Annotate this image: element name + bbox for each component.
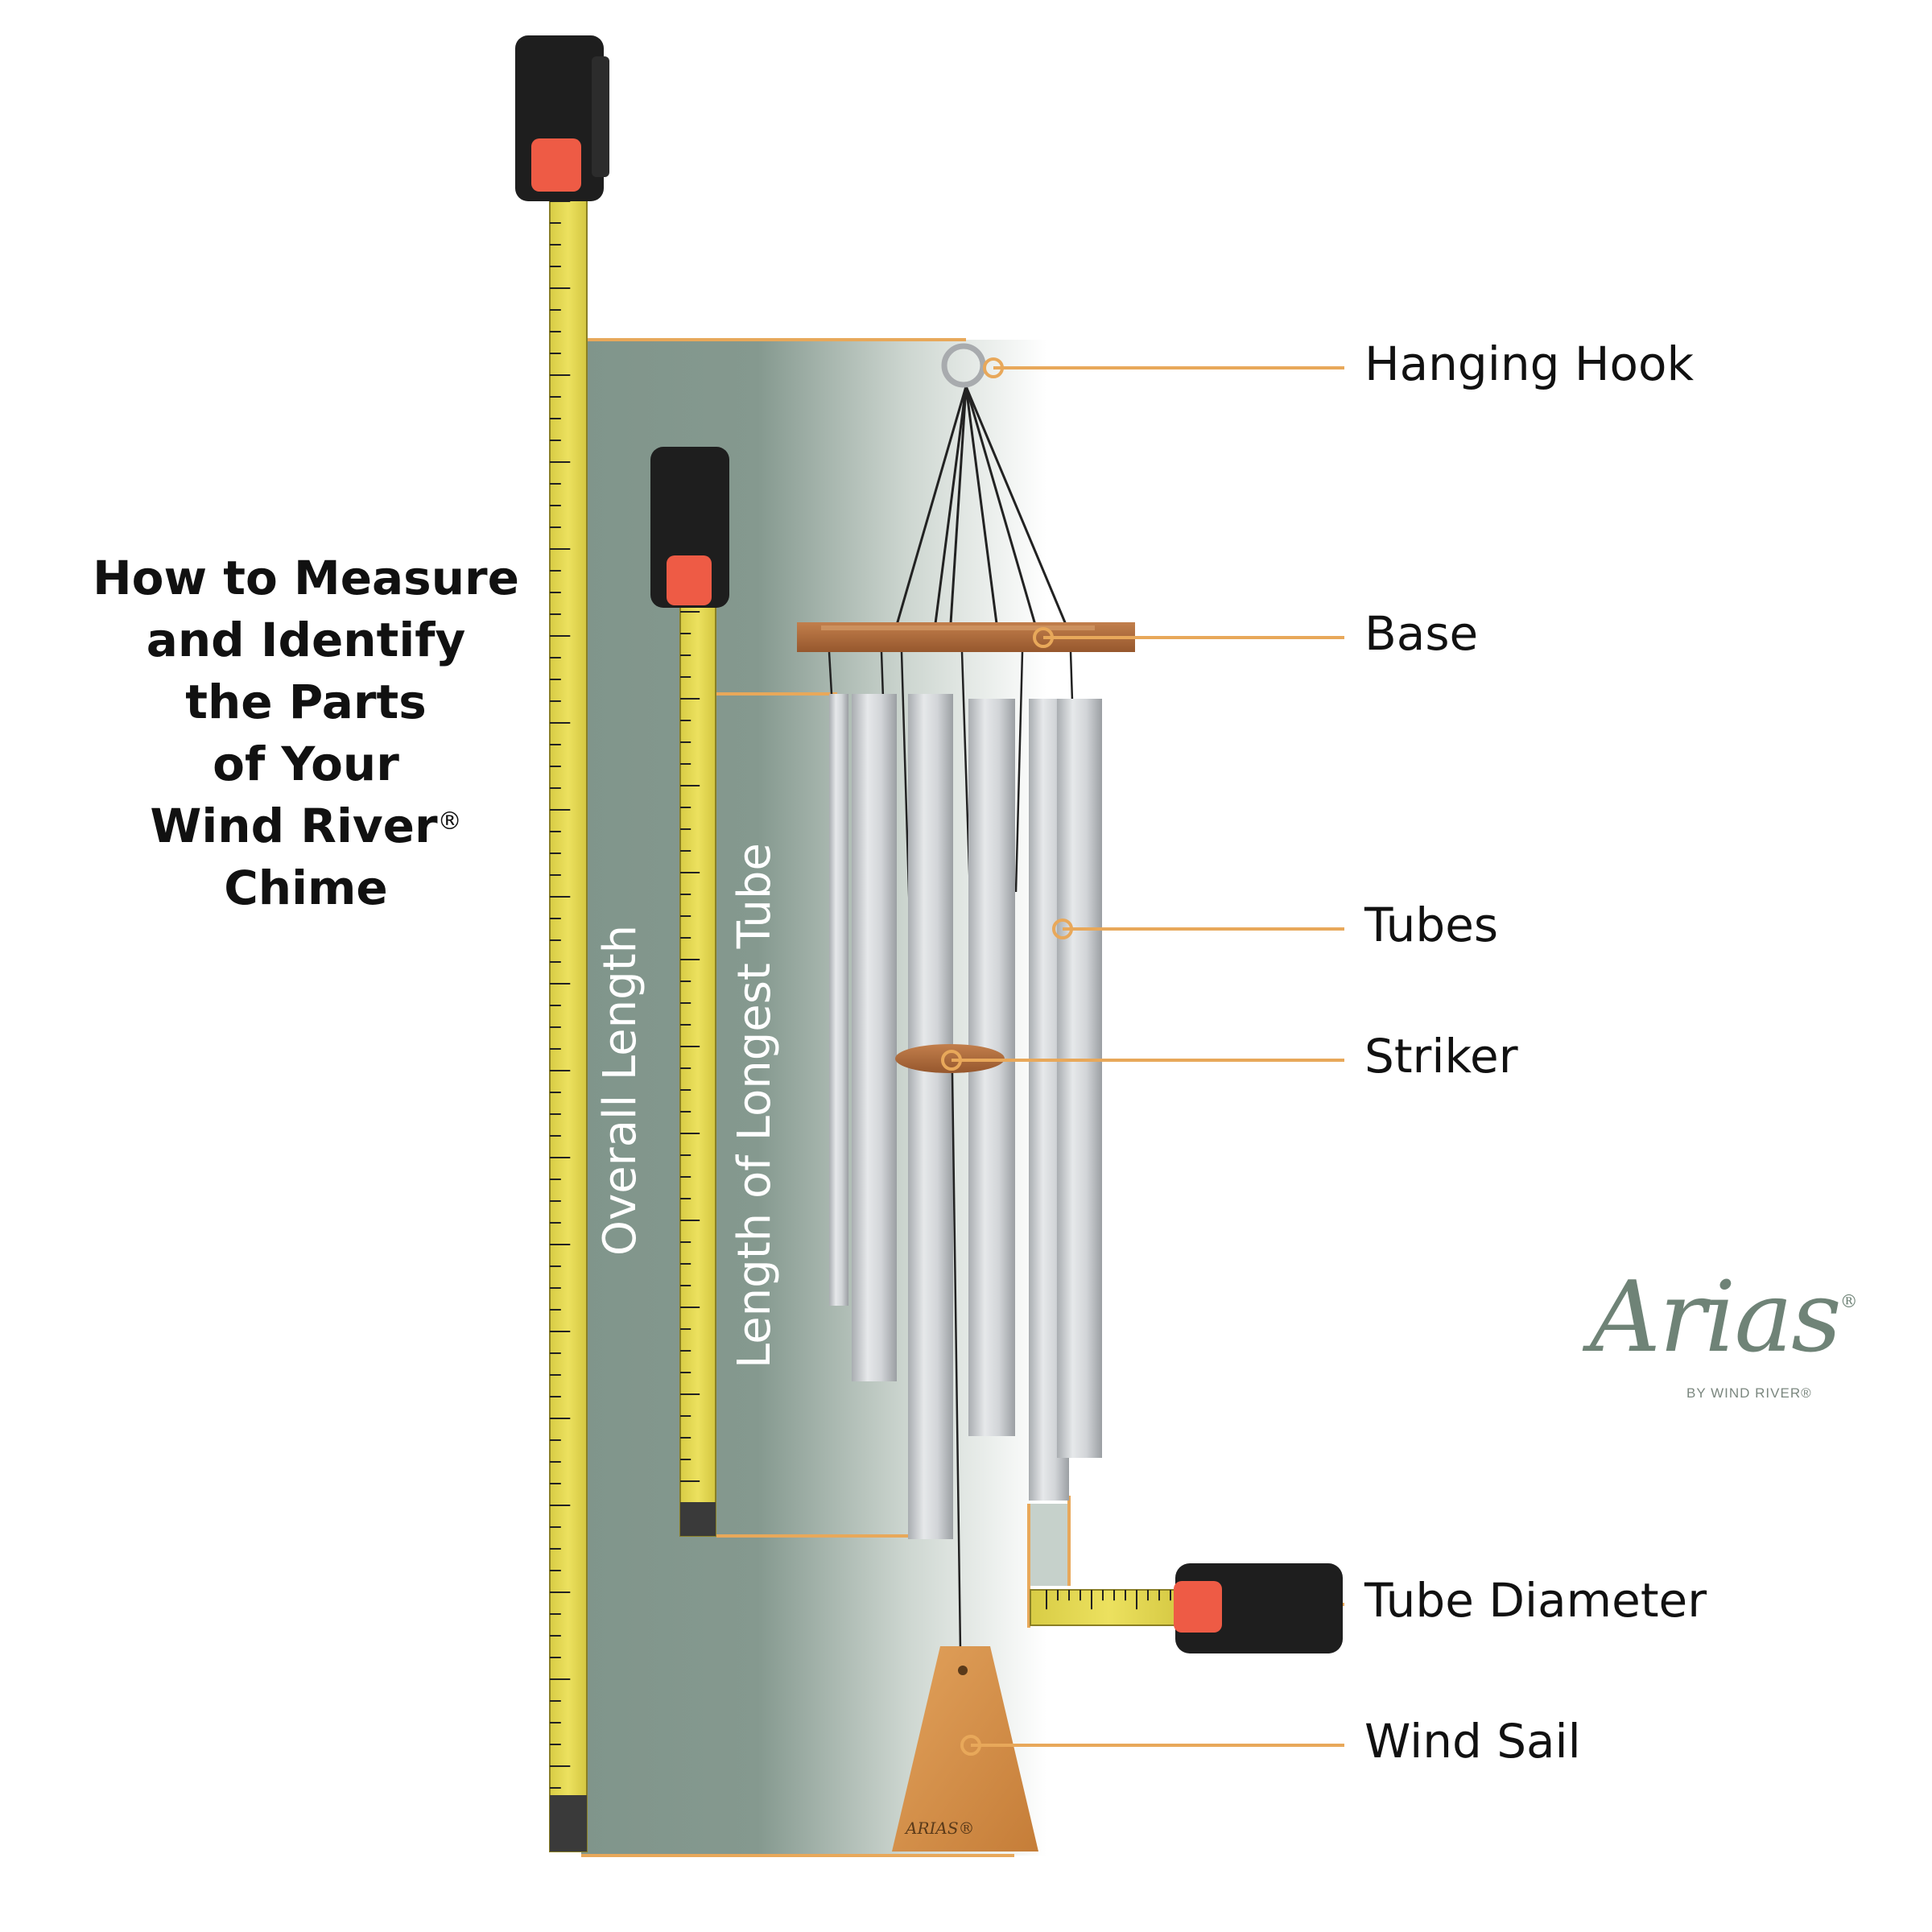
hanging-hook-icon — [941, 343, 986, 388]
tape-measure-longest-tube — [650, 447, 729, 1537]
registered-mark: ® — [437, 807, 462, 836]
tube — [829, 694, 848, 1306]
logo-registered-mark: ® — [1839, 1292, 1858, 1312]
title-brand: Wind River — [150, 799, 438, 853]
tube — [908, 694, 953, 1539]
title-line: of Your — [213, 737, 399, 791]
measure-lines — [581, 338, 1071, 1857]
striker-icon — [895, 1044, 1005, 1073]
longest-tube-label: Length of Longest Tube — [729, 843, 781, 1368]
logo-word: Arias — [1590, 1260, 1842, 1374]
label-tube-diameter: Tube Diameter — [1364, 1573, 1707, 1628]
tape-lock-button-icon — [667, 555, 712, 605]
label-base: Base — [1364, 606, 1479, 661]
tube — [852, 694, 897, 1381]
arias-logo: Arias® — [1590, 1260, 1858, 1374]
title-line: How to Measure — [93, 551, 519, 605]
title-line: and Identify — [146, 613, 466, 667]
logo-tagline: BY WIND RIVER® — [1686, 1385, 1812, 1401]
label-hanging-hook: Hanging Hook — [1364, 336, 1695, 391]
tape-lock-button-icon — [531, 138, 581, 192]
tape-measure-overall — [515, 35, 609, 1852]
wind-sail-icon: ARIAS® — [892, 1646, 1038, 1852]
title-line: the Parts — [185, 675, 427, 729]
overall-length-label: Overall Length — [594, 924, 646, 1256]
label-wind-sail: Wind Sail — [1364, 1714, 1581, 1769]
tape-measure-diameter — [1030, 1563, 1343, 1653]
page-title: How to Measure and Identify the Parts of… — [80, 547, 531, 919]
label-striker: Striker — [1364, 1029, 1518, 1084]
title-brand-line: Wind River® — [80, 795, 531, 857]
hanging-cords — [892, 386, 1072, 637]
tube — [1057, 699, 1102, 1458]
callout-lines — [941, 357, 1344, 1756]
label-tubes: Tubes — [1364, 898, 1499, 952]
title-line: Chime — [224, 861, 388, 915]
tube-diameter-panel — [1029, 1504, 1069, 1586]
wind-sail-mark: ARIAS® — [904, 1818, 975, 1838]
wind-sail-cord — [951, 1072, 962, 1651]
tape-lock-button-icon — [1174, 1581, 1222, 1633]
